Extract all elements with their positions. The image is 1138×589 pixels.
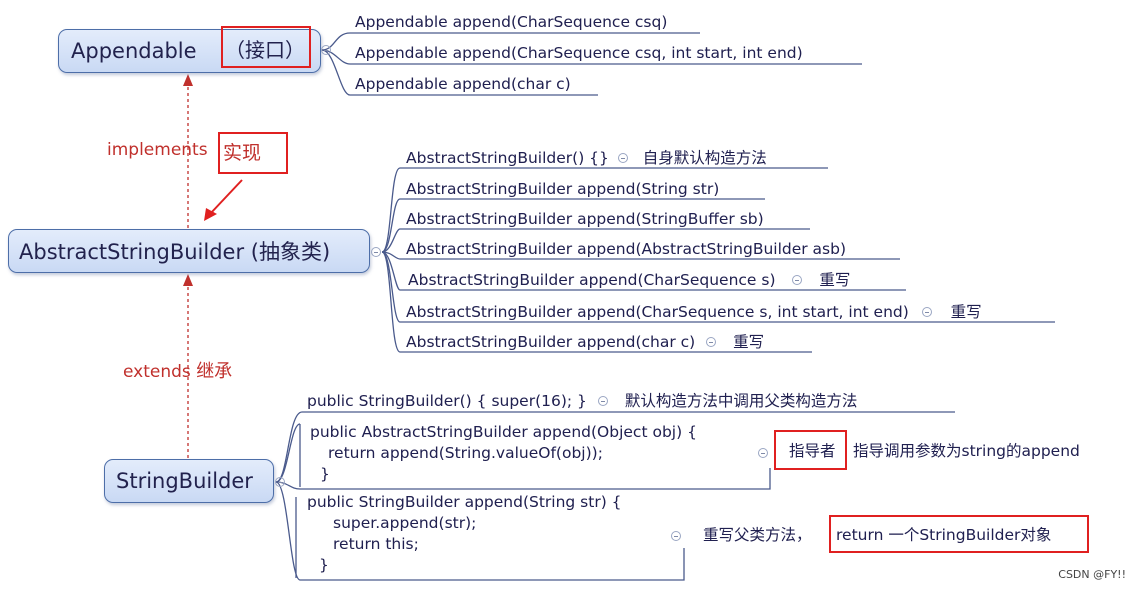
- collapse-icon[interactable]: [275, 477, 285, 487]
- collapse-icon[interactable]: [792, 275, 803, 285]
- asb-method-3: AbstractStringBuilder append(StringBuffe…: [406, 210, 764, 228]
- appendable-method-3: Appendable append(char c): [355, 75, 571, 93]
- collapse-icon[interactable]: [758, 448, 768, 458]
- extends-label: extends 继承: [123, 361, 233, 382]
- appendable-name: Appendable: [71, 39, 197, 63]
- collapse-icon[interactable]: [597, 396, 608, 406]
- sb-m2-note: 重写父类方法，: [703, 526, 812, 544]
- sb-append-object-code: public AbstractStringBuilder append(Obje…: [310, 423, 697, 483]
- collapse-icon[interactable]: [617, 153, 628, 163]
- highlight-interface-tag: [221, 26, 311, 68]
- appendable-method-1: Appendable append(CharSequence csq): [355, 13, 668, 31]
- asb-method-6: AbstractStringBuilder append(CharSequenc…: [406, 303, 982, 321]
- sb-m2-note-boxed: return 一个StringBuilder对象: [836, 526, 1052, 544]
- implements-label: implements: [107, 140, 208, 160]
- asb-method-7: AbstractStringBuilder append(char c) 重写: [406, 333, 765, 351]
- collapse-icon[interactable]: [921, 307, 932, 317]
- watermark: CSDN @FY!!: [1058, 568, 1126, 581]
- asb-method-5: AbstractStringBuilder append(CharSequenc…: [408, 271, 851, 289]
- asb-name: AbstractStringBuilder (抽象类): [19, 240, 331, 264]
- highlight-return: [829, 515, 1089, 553]
- collapse-icon[interactable]: [706, 337, 717, 347]
- asb-method-4: AbstractStringBuilder append(AbstractStr…: [406, 240, 847, 258]
- sb-m1-note: 指导调用参数为string的append: [853, 442, 1080, 460]
- sb-constructor: public StringBuilder() { super(16); } 默认…: [307, 392, 858, 410]
- string-builder-node[interactable]: StringBuilder: [104, 459, 274, 503]
- highlight-implements: [218, 132, 288, 174]
- implements-cn-label: 实现: [223, 142, 262, 164]
- highlight-director: [774, 430, 847, 470]
- asb-method-1: AbstractStringBuilder() {} 自身默认构造方法: [406, 149, 767, 167]
- asb-method-2: AbstractStringBuilder append(String str): [406, 180, 720, 198]
- sb-m1-note-boxed: 指导者: [789, 442, 836, 460]
- collapse-icon[interactable]: [671, 531, 681, 541]
- appendable-tag: （接口）: [225, 38, 305, 62]
- abstract-string-builder-node[interactable]: AbstractStringBuilder (抽象类): [8, 229, 370, 273]
- appendable-method-2: Appendable append(CharSequence csq, int …: [355, 44, 803, 62]
- collapse-icon[interactable]: [371, 247, 381, 257]
- appendable-node[interactable]: Appendable: [58, 29, 321, 73]
- sb-append-string-code: public StringBuilder append(String str) …: [307, 493, 622, 574]
- sb-name: StringBuilder: [116, 469, 253, 493]
- collapse-icon[interactable]: [321, 45, 331, 55]
